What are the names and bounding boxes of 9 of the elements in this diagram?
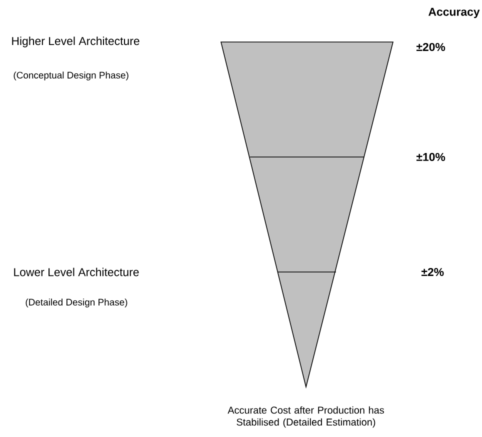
stage-label: (Conceptual Design Phase)	[14, 72, 128, 80]
accuracy-value: ±2%	[421, 268, 444, 276]
accuracy-value: Accuracy	[428, 8, 480, 18]
accuracy-value: ±10%	[416, 152, 446, 162]
stage-label: Higher Level Architecture	[12, 36, 140, 48]
caption: Accurate Cost after Production has Stabilised (Detailed Estimation)	[228, 406, 384, 428]
stage-label: (Detailed Design Phase)	[26, 298, 128, 308]
stage-label: Lower Level Architecture	[14, 268, 139, 276]
accuracy-value: ±20%	[416, 42, 446, 52]
